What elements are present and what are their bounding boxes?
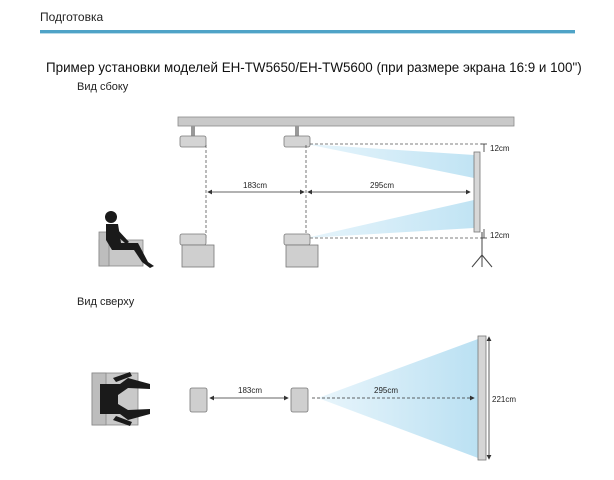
top-view-diagram: 221cm 183cm 295cm (91, 335, 516, 461)
page-heading: Пример установки моделей EH-TW5650/EH-TW… (46, 60, 582, 75)
top-view-label: Вид сверху (77, 296, 135, 308)
bottom-offset-label: 12cm (490, 231, 510, 240)
side-gap-label: 183cm (243, 181, 267, 190)
top-beam (318, 339, 478, 458)
side-throw-label: 295cm (370, 181, 394, 190)
table-icon (181, 244, 215, 268)
ceiling-beam (306, 144, 474, 178)
screen-side (473, 151, 481, 233)
section-divider (40, 30, 575, 34)
section-title: Подготовка (40, 10, 104, 24)
screen-width-label: 221cm (492, 395, 516, 404)
table-projector-icon (283, 233, 311, 246)
top-projector-icon (290, 387, 309, 413)
ceiling-projector-icon (179, 135, 207, 148)
top-projector-icon (189, 387, 208, 413)
viewer-top-icon (91, 372, 150, 426)
top-offset-label: 12cm (490, 144, 510, 153)
side-view-diagram: 183cm 295cm 12cm 12cm (98, 116, 515, 268)
seated-viewer-icon (98, 211, 154, 268)
floor-beam (306, 200, 474, 238)
table-icon (285, 244, 319, 268)
side-view-label: Вид сбоку (77, 81, 129, 93)
ceiling-projector-icon (283, 135, 311, 148)
ceiling-mount-1 (191, 126, 195, 136)
top-throw-label: 295cm (374, 386, 398, 395)
screen-top (477, 335, 487, 461)
ceiling-mount-2 (295, 126, 299, 136)
top-gap-label: 183cm (238, 386, 262, 395)
ceiling-bar (177, 116, 515, 127)
table-projector-icon (179, 233, 207, 246)
